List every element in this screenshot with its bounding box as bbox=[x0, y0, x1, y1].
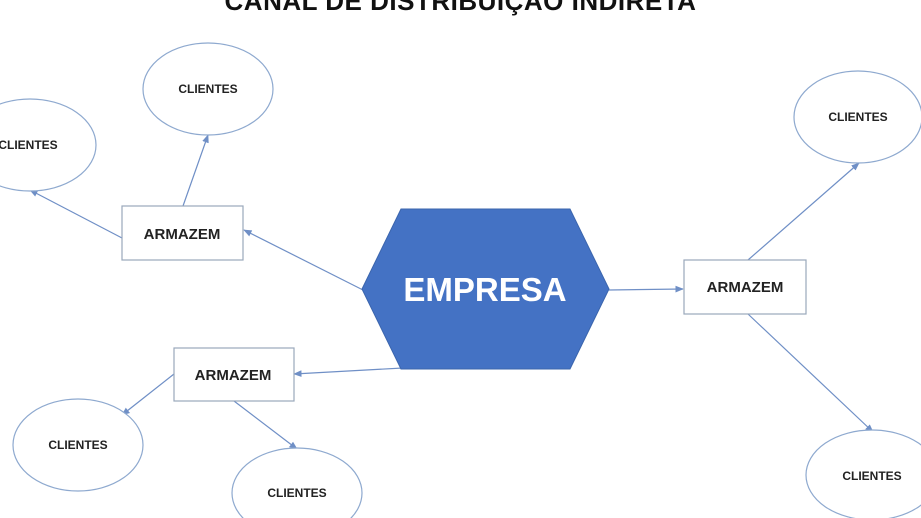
edge-hub-to-warehouse-left bbox=[243, 229, 364, 291]
client-node: CLIENTES bbox=[231, 447, 363, 518]
edge-warehouse-left-to-client-left bbox=[29, 189, 123, 239]
hub-hexagon bbox=[361, 208, 610, 370]
edge-warehouse-bottom-to-client-bottom-mid bbox=[233, 400, 298, 450]
client-label: CLIENTES bbox=[828, 110, 887, 124]
edge-warehouse-bottom-to-client-bottom-left bbox=[121, 373, 175, 416]
client-node: CLIENTES bbox=[12, 398, 144, 492]
client-node: CLIENTES bbox=[142, 42, 274, 136]
client-node: CLIENTES bbox=[0, 98, 97, 192]
edge-hub-to-warehouse-right bbox=[608, 285, 684, 293]
edge-warehouse-right-to-client-top-right bbox=[747, 162, 860, 261]
diagram-title: CANAL DE DISTRIBUIÇÃO INDIRETA bbox=[224, 0, 697, 16]
client-label: CLIENTES bbox=[0, 138, 58, 152]
warehouse-label: ARMAZEM bbox=[195, 367, 272, 384]
client-label: CLIENTES bbox=[267, 486, 326, 500]
warehouse-label: ARMAZEM bbox=[707, 279, 784, 296]
client-label: CLIENTES bbox=[48, 438, 107, 452]
client-label: CLIENTES bbox=[178, 82, 237, 96]
hub-label: EMPRESA bbox=[403, 271, 566, 308]
edge-warehouse-right-to-client-bottom-right bbox=[747, 313, 874, 433]
hub-node: EMPRESA bbox=[361, 208, 610, 370]
edges bbox=[29, 134, 874, 450]
warehouse-node: ARMAZEM bbox=[173, 347, 295, 402]
client-node: CLIENTES bbox=[793, 70, 921, 164]
edge-warehouse-left-to-client-top bbox=[182, 134, 209, 207]
warehouse-label: ARMAZEM bbox=[144, 226, 221, 243]
client-node: CLIENTES bbox=[805, 429, 921, 518]
warehouse-node: ARMAZEM bbox=[121, 205, 244, 261]
client-label: CLIENTES bbox=[842, 469, 901, 483]
edge-hub-to-warehouse-bottom bbox=[293, 367, 404, 377]
warehouse-node: ARMAZEM bbox=[683, 259, 807, 315]
